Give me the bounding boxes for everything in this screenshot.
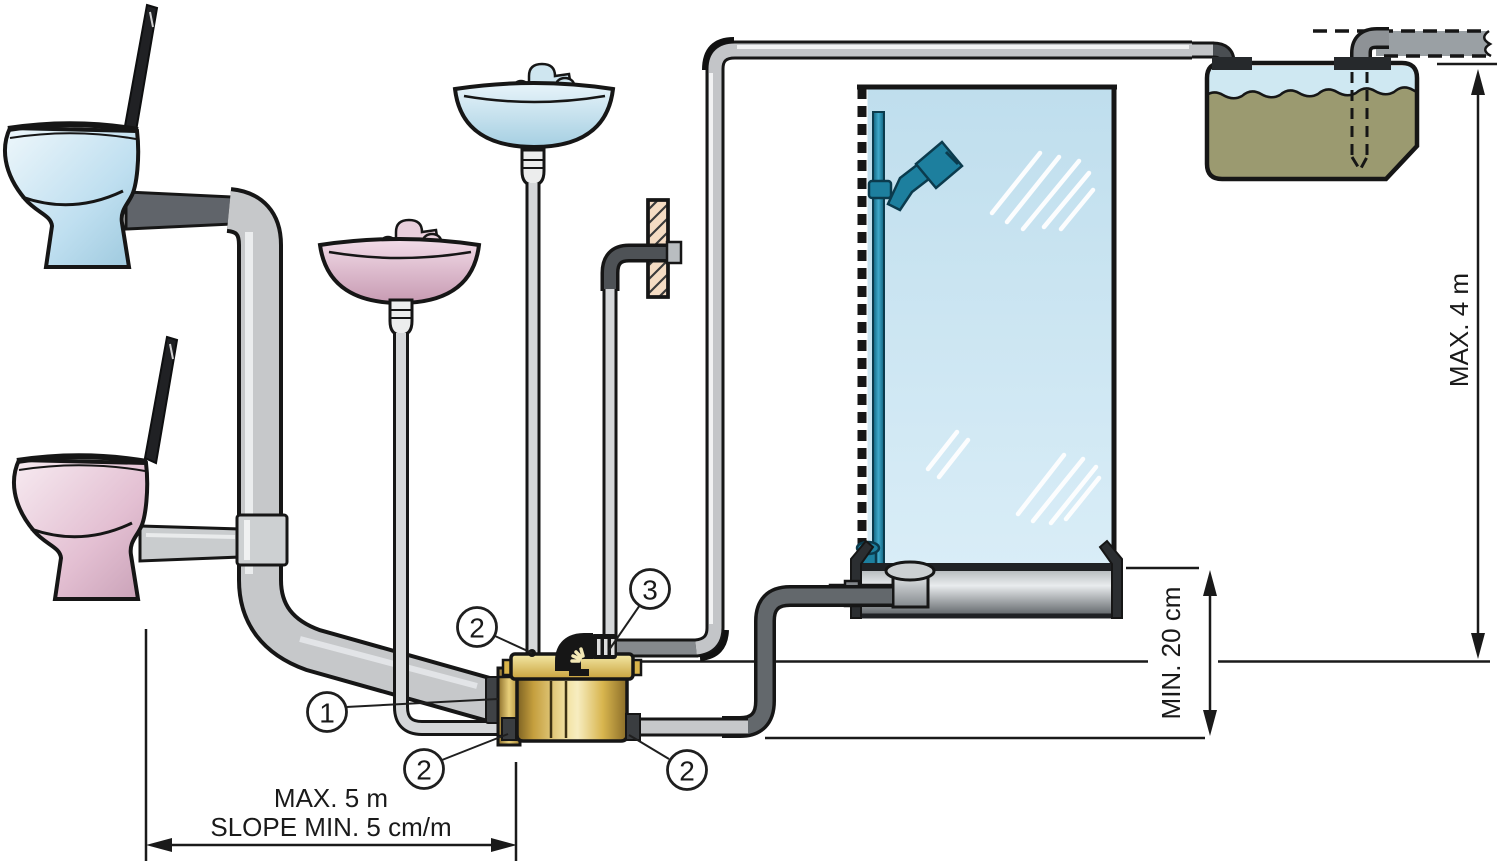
toilet-upper-rim bbox=[7, 121, 139, 133]
basin-blue-bowl bbox=[452, 81, 616, 150]
dimension-horizontal-5m: MAX. 5 m SLOPE MIN. 5 cm/m bbox=[146, 783, 517, 852]
discharge-elbow-upper bbox=[702, 37, 735, 71]
label-max-4m: MAX. 4 m bbox=[1444, 273, 1474, 387]
pump-body bbox=[515, 676, 629, 743]
callout-1-number: 1 bbox=[319, 698, 335, 729]
callout-2-bottom-left: 2 bbox=[403, 733, 509, 790]
basin-pink-pipe bbox=[393, 333, 509, 736]
arrowhead-left bbox=[146, 838, 172, 852]
tank-dip-tube bbox=[1350, 72, 1369, 174]
arrowhead-up bbox=[1471, 69, 1485, 95]
toilet-lower bbox=[12, 335, 179, 601]
sewage-tank bbox=[1192, 27, 1493, 182]
toilet-lower-rim bbox=[16, 453, 148, 465]
label-max-5m: MAX. 5 m bbox=[274, 783, 388, 813]
callout-2-bottom-right: 2 bbox=[628, 734, 708, 791]
washbasin-blue bbox=[452, 62, 616, 187]
tank-outline bbox=[1204, 60, 1420, 182]
callout-1: 1 bbox=[306, 691, 499, 733]
arrowhead-down bbox=[1203, 710, 1217, 736]
pump-bottom-right-fitting bbox=[625, 713, 641, 741]
toilet-upper-spigot bbox=[124, 190, 235, 231]
label-slope-min: SLOPE MIN. 5 cm/m bbox=[210, 812, 451, 842]
basin-pink-bowl bbox=[317, 237, 482, 306]
glass-reflections bbox=[925, 150, 1102, 526]
arrowhead-right bbox=[491, 838, 517, 852]
pump-bottom-left-fitting bbox=[501, 717, 517, 741]
washbasin-pink bbox=[317, 218, 482, 337]
shower bbox=[828, 84, 1123, 619]
label-min-20cm: MIN. 20 cm bbox=[1156, 587, 1186, 720]
callout-2-br-number: 2 bbox=[679, 756, 695, 787]
pump-outlet-elbow-ribs bbox=[570, 647, 585, 663]
toilet-lower-lid bbox=[143, 335, 179, 465]
callout-2-lid-number: 2 bbox=[469, 613, 485, 644]
callout-3: 3 bbox=[608, 568, 671, 651]
toilet-lower-spigot bbox=[138, 524, 242, 563]
arrowhead-up bbox=[1203, 570, 1217, 596]
reference-lines bbox=[144, 62, 1497, 861]
discharge-elbow-lower bbox=[699, 629, 729, 661]
macerator-pump bbox=[485, 633, 643, 747]
callout-2-bl-number: 2 bbox=[416, 755, 432, 786]
dimension-vertical-20cm: MIN. 20 cm bbox=[1156, 570, 1217, 736]
shower-drain-pipe bbox=[629, 585, 892, 738]
toilet-upper-body bbox=[3, 125, 141, 269]
pump-outlet-elbow bbox=[555, 633, 593, 671]
tank-water bbox=[1207, 87, 1417, 179]
toilet-lower-body bbox=[12, 457, 150, 601]
sewer-pipe-dashed-fill bbox=[1376, 31, 1491, 56]
tank-outlet-flange bbox=[1334, 57, 1391, 70]
callout-2-lid: 2 bbox=[456, 606, 533, 654]
arrowhead-down bbox=[1471, 633, 1485, 659]
callouts: 1 2 2 2 3 bbox=[306, 568, 708, 791]
tray-right-cap bbox=[1098, 539, 1123, 619]
wall-outlet-fitting bbox=[665, 240, 683, 265]
soil-pipe bbox=[124, 187, 501, 724]
toilet-upper bbox=[3, 3, 159, 269]
dimension-vertical-4m: MAX. 4 m bbox=[1444, 69, 1485, 659]
tank-inlet-flange bbox=[1212, 57, 1252, 70]
tray-drain-flange bbox=[884, 560, 936, 582]
callout-3-number: 3 bbox=[642, 575, 658, 606]
wall-outlet-pipe bbox=[600, 240, 683, 661]
